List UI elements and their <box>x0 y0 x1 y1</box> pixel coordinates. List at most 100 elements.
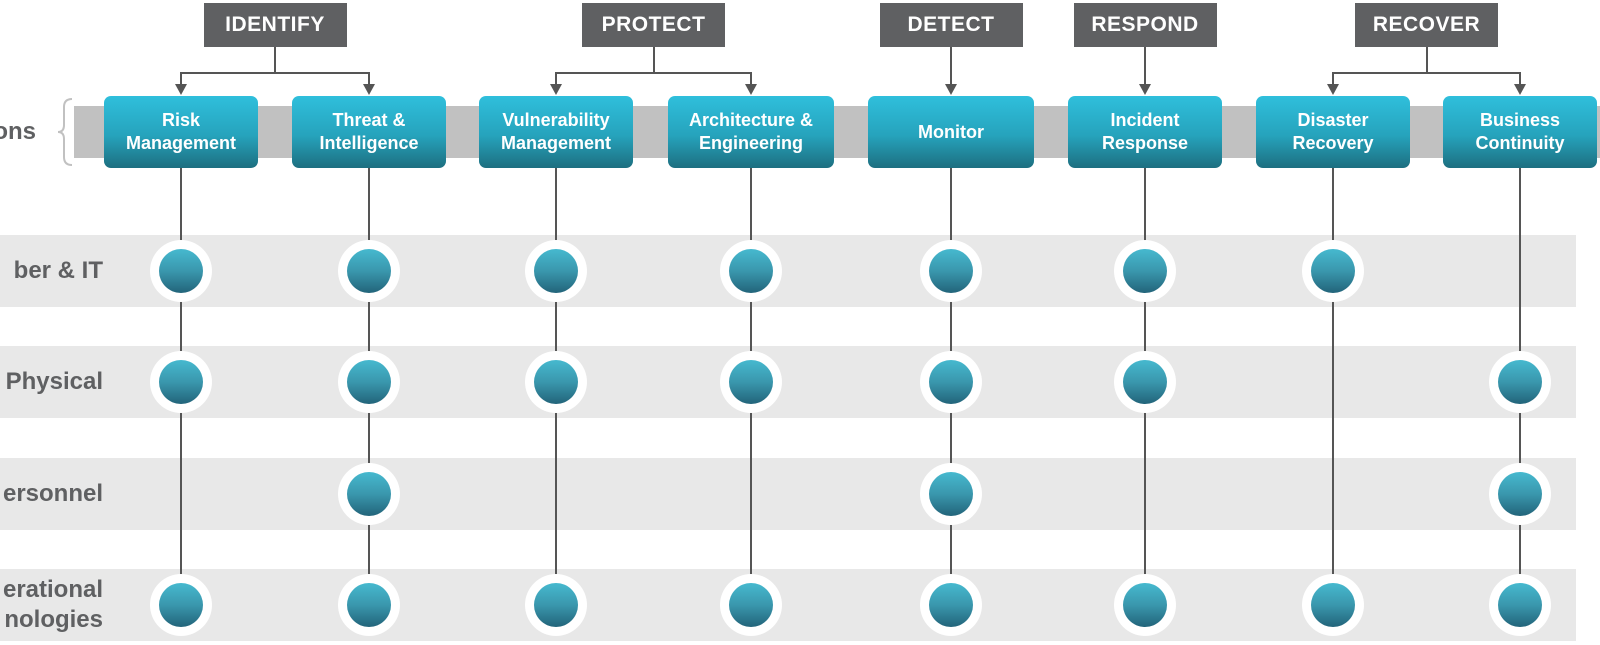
coverage-dot-fill <box>1498 360 1542 404</box>
coverage-dot <box>720 574 782 636</box>
function-stem <box>274 47 276 72</box>
function-header-protect: PROTECT <box>582 3 725 47</box>
coverage-dot <box>920 240 982 302</box>
capability-label: Recovery <box>1292 133 1374 153</box>
coverage-dot <box>1489 574 1551 636</box>
coverage-dot <box>338 574 400 636</box>
coverage-dot-fill <box>1123 583 1167 627</box>
row-label-line: erational <box>2 576 103 603</box>
coverage-dot <box>525 574 587 636</box>
coverage-dot-fill <box>347 249 391 293</box>
capability-label: Risk <box>161 110 201 130</box>
capability-box: Architecture & Engineering <box>668 96 834 168</box>
coverage-dot-fill <box>1123 249 1167 293</box>
row-label-line: nologies <box>4 606 103 633</box>
coverage-dot-fill <box>534 583 578 627</box>
capability-label: Continuity <box>1475 133 1565 153</box>
coverage-dot <box>720 240 782 302</box>
capability-connector <box>1332 168 1334 605</box>
coverage-dot-fill <box>729 583 773 627</box>
coverage-dot-fill <box>159 360 203 404</box>
coverage-dot <box>1302 240 1364 302</box>
coverage-dot-fill <box>929 360 973 404</box>
coverage-dot <box>920 463 982 525</box>
function-header-respond: RESPOND <box>1073 3 1217 47</box>
coverage-dot <box>1302 574 1364 636</box>
coverage-dot-fill <box>1498 472 1542 516</box>
function-branch <box>180 72 370 74</box>
function-stem <box>652 47 655 72</box>
coverage-dot-fill <box>347 583 391 627</box>
capability-label: Disaster <box>1297 110 1369 130</box>
coverage-dot-fill <box>729 360 773 404</box>
coverage-dot-fill <box>1498 583 1542 627</box>
function-branch <box>1332 72 1521 74</box>
arrow-down-icon <box>945 84 957 95</box>
coverage-dot <box>1114 240 1176 302</box>
function-drop <box>180 72 182 85</box>
capability-box: Threat & Intelligence <box>292 96 446 168</box>
capability-label: Architecture & <box>688 110 814 130</box>
coverage-dot <box>1114 351 1176 413</box>
row-label: erational nologies <box>3 575 103 635</box>
capability-label: Threat & <box>332 110 406 130</box>
coverage-dot-fill <box>347 360 391 404</box>
arrow-down-icon <box>1139 84 1151 95</box>
capability-label: Monitor <box>918 121 984 142</box>
row-label: Physical <box>6 367 103 397</box>
capability-label: Incident <box>1110 110 1180 130</box>
function-drop <box>1144 47 1146 85</box>
row-label: ber & IT <box>14 256 103 286</box>
coverage-dot-fill <box>534 249 578 293</box>
coverage-dot <box>1114 574 1176 636</box>
coverage-dot <box>1489 351 1551 413</box>
capability-label: Intelligence <box>319 133 419 153</box>
coverage-dot-fill <box>1123 360 1167 404</box>
capability-box: Monitor <box>868 96 1034 168</box>
coverage-dot-fill <box>929 583 973 627</box>
coverage-dot <box>150 240 212 302</box>
function-branch <box>555 72 752 74</box>
capability-bar-label: ons <box>0 118 36 145</box>
row-band <box>0 458 1576 530</box>
coverage-dot-fill <box>347 472 391 516</box>
coverage-dot <box>920 574 982 636</box>
coverage-dot-fill <box>534 360 578 404</box>
coverage-dot-fill <box>929 249 973 293</box>
function-stem <box>1425 47 1428 72</box>
capability-label: Management <box>500 133 612 153</box>
coverage-dot <box>338 351 400 413</box>
function-drop <box>1332 72 1334 85</box>
row-band <box>0 346 1576 418</box>
arrow-down-icon <box>363 84 375 95</box>
function-header-recover: RECOVER <box>1355 3 1498 47</box>
function-drop <box>750 72 752 85</box>
coverage-dot-fill <box>929 472 973 516</box>
function-header-detect: DETECT <box>879 3 1023 47</box>
row-label-line: Physical <box>5 368 103 395</box>
arrow-down-icon <box>1514 84 1526 95</box>
arrow-down-icon <box>550 84 562 95</box>
arrow-down-icon <box>1327 84 1339 95</box>
capability-label: Vulnerability <box>502 110 610 130</box>
coverage-dot <box>338 240 400 302</box>
capability-label: Management <box>125 133 237 153</box>
coverage-dot <box>1489 463 1551 525</box>
coverage-dot <box>525 351 587 413</box>
function-drop <box>368 72 370 85</box>
brace-icon <box>57 98 73 166</box>
coverage-dot <box>150 351 212 413</box>
arrow-down-icon <box>175 84 187 95</box>
arrow-down-icon <box>745 84 757 95</box>
row-label-line: ersonnel <box>2 480 103 507</box>
function-drop <box>1519 72 1521 85</box>
coverage-dot <box>338 463 400 525</box>
capability-label: Engineering <box>698 133 803 153</box>
coverage-dot-fill <box>159 583 203 627</box>
row-label: ersonnel <box>3 479 103 509</box>
